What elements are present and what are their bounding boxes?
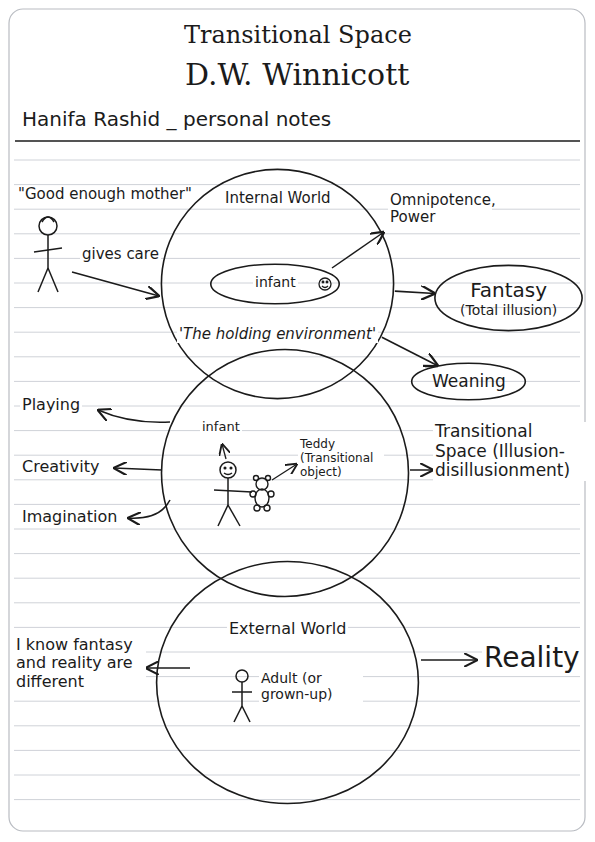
creativity-arrow xyxy=(114,468,162,470)
internal-world-circle: Internal World 'The holding environment' i… xyxy=(160,168,395,400)
omnipotence-arrow xyxy=(332,232,384,268)
author-heading: D.W. Winnicott xyxy=(183,58,411,93)
circle-heading: External World xyxy=(227,620,348,638)
playing-label: Playing xyxy=(20,396,82,414)
insight-note: I know fantasy and reality are different xyxy=(14,636,146,691)
page-title: Transitional Space xyxy=(182,22,414,50)
teddy-pointer xyxy=(272,464,297,480)
ellipse-stroke xyxy=(161,169,393,398)
mother-label: "Good enough mother" xyxy=(16,186,194,203)
infant-label: infant xyxy=(200,420,242,435)
ellipse-stroke xyxy=(412,363,526,400)
adult-label: Adult (or grown-up) xyxy=(259,670,363,702)
shape-title: Weaning xyxy=(432,371,506,391)
adult-figure xyxy=(232,670,252,722)
header-underline xyxy=(15,140,580,141)
imagination-label: Imagination xyxy=(20,508,119,526)
reality-arrow xyxy=(421,659,477,661)
connector-arrow xyxy=(395,291,435,293)
transitional-arrow xyxy=(410,469,433,471)
ellipse-stroke xyxy=(157,561,419,803)
teddy-label: Teddy (Transitional object) xyxy=(298,438,384,479)
infant-smiley xyxy=(319,278,331,290)
ellipse-stroke xyxy=(211,264,339,304)
ellipse-stroke xyxy=(162,350,409,597)
creativity-label: Creativity xyxy=(20,458,101,476)
external-world-circle: External WorldAdult (or grown-up) xyxy=(155,560,420,805)
ellipse-stroke xyxy=(435,265,582,330)
omnipotence-label: Omnipotence, Power xyxy=(388,192,492,227)
playing-arrow xyxy=(98,410,170,422)
fantasy-ellipse: Fantasy(Total illusion) xyxy=(434,265,583,331)
reality-label: Reality xyxy=(482,642,582,674)
teddy-figure xyxy=(250,476,274,512)
infant-label: infant xyxy=(253,274,298,290)
circle-note: 'The holding environment' xyxy=(177,326,378,343)
text-stack: Fantasy(Total illusion) xyxy=(460,278,557,319)
shape-title: Fantasy xyxy=(460,278,557,302)
know-arrow xyxy=(146,667,190,669)
text-stack: Weaning xyxy=(432,371,506,391)
transitional-circle: infantTeddy (Transitional object) xyxy=(160,348,410,598)
note-author: Hanifa Rashid _ personal notes xyxy=(20,108,333,131)
transitional-label: Transitional Space (Illusion-disillusion… xyxy=(433,422,589,481)
shape-note: (Total illusion) xyxy=(460,302,557,319)
infant-ellipse: infant xyxy=(210,264,340,304)
connector-arrow xyxy=(382,337,438,366)
circle-heading: Internal World xyxy=(223,190,333,207)
mother-figure xyxy=(34,217,62,292)
page-border xyxy=(9,9,585,831)
infant-figure xyxy=(214,462,252,526)
imagination-arrow xyxy=(128,500,170,518)
gives-care-arrow xyxy=(72,272,159,296)
weaning-ellipse: Weaning xyxy=(411,363,526,400)
infant-pointer xyxy=(222,444,226,459)
care-label: gives care xyxy=(80,246,161,263)
